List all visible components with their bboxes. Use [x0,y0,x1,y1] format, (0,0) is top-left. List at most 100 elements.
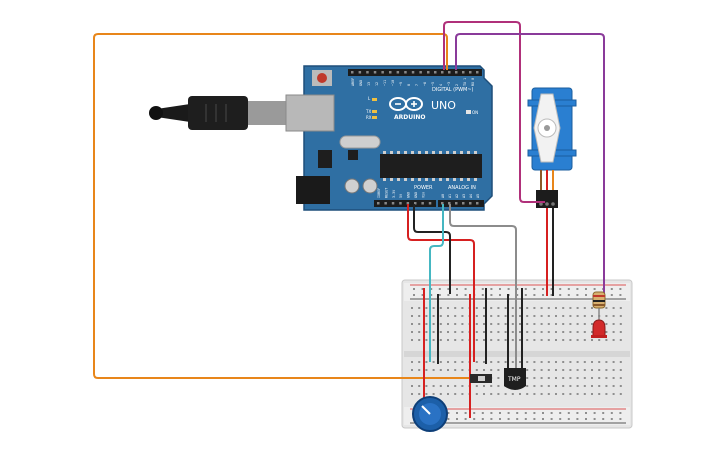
rail-hole [516,418,519,420]
breadboard-hole [583,377,586,379]
breadboard-hole [526,377,529,379]
breadboard-hole [619,331,622,333]
breadboard-hole [447,307,449,309]
rail-hole [464,418,467,420]
rail-hole [567,412,570,414]
breadboard-hole [454,361,457,363]
breadboard-hole [583,361,586,363]
breadboard-hole [533,315,536,317]
rail-hole [550,294,553,296]
rail-hole [576,418,579,420]
rail-hole [516,294,519,296]
analog-pin-label: A4 [469,194,473,198]
breadboard-hole [439,331,442,333]
power-pin-label: 5V [399,194,403,198]
rail-hole [473,418,476,420]
breadboard-hole [411,393,413,395]
breadboard-hole [461,385,464,387]
breadboard-hole [439,385,442,387]
breadboard-hole [483,339,485,341]
breadboard-hole [533,307,536,309]
breadboard-hole [425,385,428,387]
breadboard-hole [562,393,565,395]
slide-switch[interactable] [470,374,492,383]
on-led [466,110,471,114]
breadboard-hole [497,331,500,333]
breadboard-hole [533,323,536,325]
analog-pin-label: A3 [462,194,466,198]
breadboard-hole [475,385,478,387]
rail-hole [456,412,458,414]
breadboard-hole [569,377,572,379]
breadboard-hole [432,307,435,309]
rail-hole [567,288,570,290]
breadboard-hole [533,331,536,333]
usb-plug [188,96,248,130]
slide-switch-knob[interactable] [478,376,485,381]
rail-hole [490,412,493,414]
power-header-label: POWER [414,185,433,191]
breadboard-hole [562,377,565,379]
digital-pin-label: TX 1 [463,78,467,86]
breadboard-hole [605,323,608,325]
potentiometer[interactable] [412,396,448,432]
breadboard-hole [454,369,457,371]
breadboard-hole [605,315,608,317]
digital-pin-label: AREF [351,78,355,86]
rail-hole [619,412,622,414]
breadboard-hole [547,369,550,371]
breadboard-hole [511,361,514,363]
breadboard-hole [490,323,493,325]
rail-hole [438,288,441,290]
rail-hole [619,294,622,296]
rail-hole [464,412,467,414]
rail-hole [593,288,596,290]
rail-hole [464,294,467,296]
breadboard-hole [583,385,586,387]
breadboard-hole [432,339,435,341]
breadboard-hole [425,315,428,317]
breadboard-hole [497,393,500,395]
breadboard-hole [555,369,557,371]
breadboard-hole [454,339,457,341]
breadboard-hole [591,393,593,395]
breadboard-hole [519,315,521,317]
breadboard-hole [526,339,529,341]
rail-hole [430,288,433,290]
breadboard-hole [490,361,493,363]
arduino-model: UNO [431,99,456,112]
rail-hole [499,418,501,420]
breadboard-hole [569,385,572,387]
rail-hole [507,288,510,290]
power-pin-label: 3.3V [392,190,396,198]
breadboard-hole [555,385,557,387]
breadboard-hole [483,331,485,333]
breadboard-hole [562,385,565,387]
digital-pin-label: ~5 [431,82,435,86]
breadboard-hole [540,315,543,317]
breadboard-hole [432,393,435,395]
breadboard-hole [526,361,529,363]
digital-pin-label: ~10 [391,80,395,86]
breadboard-hole [454,315,457,317]
reset-button[interactable] [317,73,327,83]
rail-hole [481,412,484,414]
wire-purple-led [455,33,605,296]
breadboard-hole [576,323,579,325]
breadboard-hole [526,315,529,317]
breadboard-hole [432,361,435,363]
breadboard-hole [583,393,586,395]
breadboard-hole [475,361,478,363]
breadboard-hole [576,339,579,341]
breadboard-hole [490,385,493,387]
breadboard-hole [483,361,485,363]
digital-pin-label: RX 0 [471,78,475,86]
analog-pin-label: A5 [476,194,480,198]
breadboard-hole [562,315,565,317]
breadboard-hole [475,393,478,395]
breadboard-hole [562,323,565,325]
analog-pin-label: A2 [455,194,459,198]
breadboard-hole [533,361,536,363]
breadboard-hole [418,339,421,341]
wires [93,21,605,418]
